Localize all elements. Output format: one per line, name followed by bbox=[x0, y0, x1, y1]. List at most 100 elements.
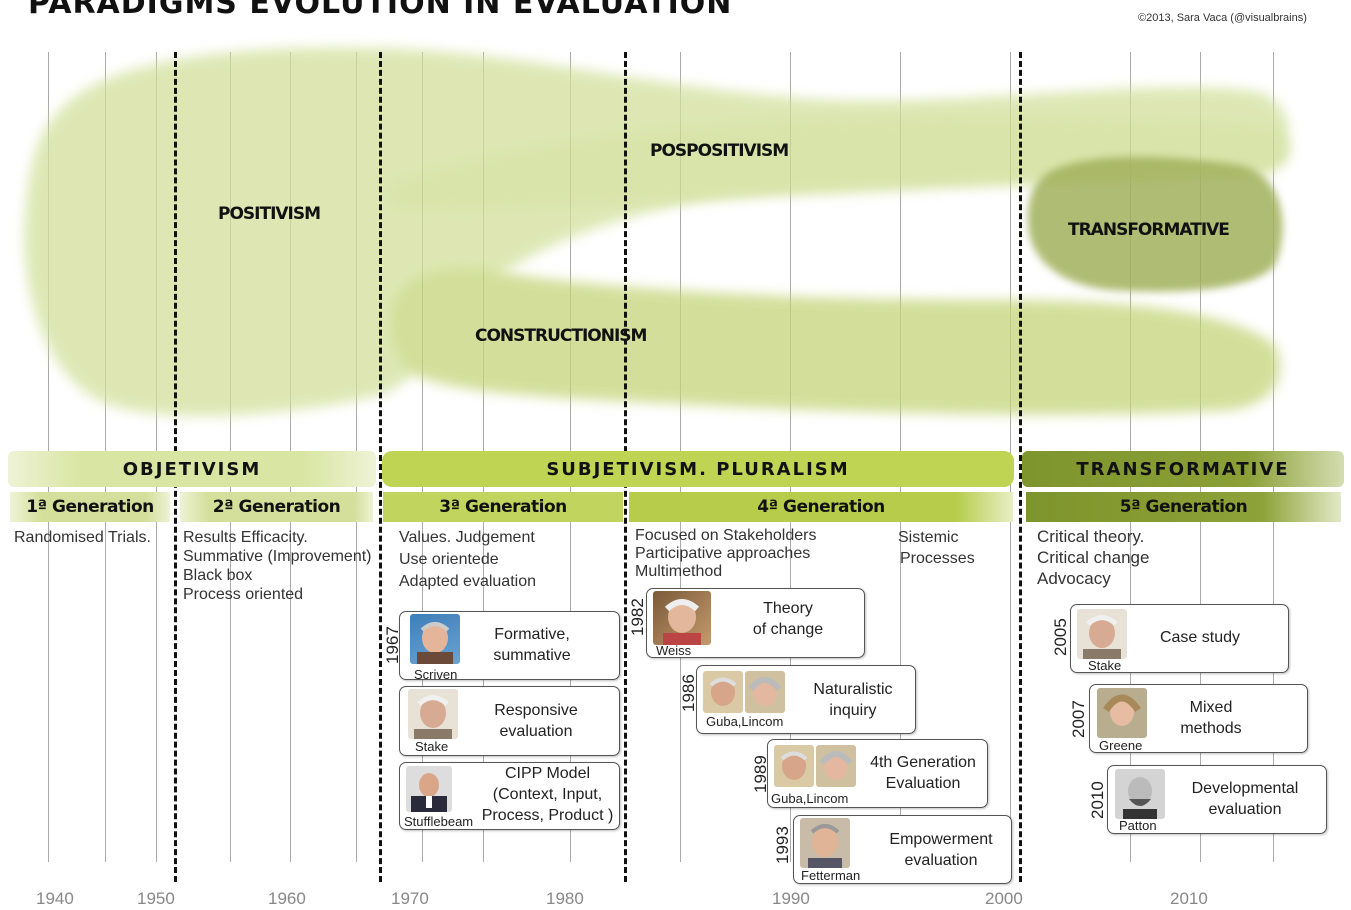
approach-title: Developmental evaluation bbox=[1182, 778, 1308, 820]
constructionism-blob bbox=[390, 267, 1280, 415]
approach-title: Case study bbox=[1145, 627, 1255, 648]
description-g4a: Focused on Stakeholders Participative ap… bbox=[635, 527, 816, 581]
stake-photo bbox=[408, 689, 458, 739]
generation-1: 1ª Generation bbox=[10, 492, 170, 522]
band-objetivism: OBJETIVISM bbox=[8, 451, 376, 487]
axis-label: 2010 bbox=[1170, 889, 1208, 908]
description-line: Randomised Trials. bbox=[14, 529, 151, 546]
divider-line bbox=[1019, 52, 1022, 882]
axis-label: 1970 bbox=[391, 889, 429, 908]
guba-photo bbox=[703, 671, 743, 713]
approach-card-empowerment: Fetterman Empowerment evaluation bbox=[793, 815, 1012, 884]
positivism-label: POSITIVISM bbox=[218, 204, 321, 224]
approach-line: evaluation bbox=[904, 852, 978, 869]
description-g2: Results Efficacity. Summative (Improveme… bbox=[183, 528, 372, 604]
description-line: Process oriented bbox=[183, 586, 304, 603]
axis-label: 1950 bbox=[137, 889, 175, 908]
patton-photo bbox=[1115, 769, 1165, 819]
approach-line: Mixed bbox=[1189, 699, 1233, 716]
author-name: Patton bbox=[1119, 818, 1157, 833]
description-line: Critical change bbox=[1037, 548, 1150, 567]
pospositivism-blob bbox=[385, 116, 1291, 212]
description-line: Black box bbox=[183, 567, 253, 584]
approach-card-mixed-methods: Greene Mixed methods bbox=[1089, 684, 1308, 753]
paradigm-blobs bbox=[24, 47, 1291, 416]
approach-card-case-study: Stake Case study bbox=[1070, 604, 1289, 673]
author-name: Stake bbox=[1088, 658, 1122, 673]
author-name: Greene bbox=[1099, 738, 1143, 753]
approach-line: Process, Product ) bbox=[481, 807, 614, 824]
weiss-photo bbox=[653, 591, 711, 645]
approach-line: Case study bbox=[1159, 629, 1241, 646]
divider-line bbox=[379, 52, 382, 882]
approach-line: Evaluation bbox=[885, 775, 961, 792]
stake-photo bbox=[1077, 609, 1127, 659]
description-line: Summative (Improvement) bbox=[183, 548, 372, 565]
author-name: Weiss bbox=[656, 643, 692, 658]
page-title: PARADIGMS EVOLUTION IN EVALUATION bbox=[28, 0, 733, 21]
year-label: 1982 bbox=[628, 598, 647, 636]
description-line: Sistemic bbox=[898, 529, 959, 546]
approach-line: inquiry bbox=[829, 702, 877, 719]
approach-card-developmental: Patton Developmental evaluation bbox=[1107, 765, 1327, 834]
axis-label: 1980 bbox=[546, 889, 584, 908]
scriven-photo bbox=[410, 614, 460, 664]
description-line: Participative approaches bbox=[635, 545, 811, 562]
lincoln-photo bbox=[745, 671, 785, 713]
generation-5: 5ª Generation bbox=[1026, 492, 1341, 522]
approach-card-cipp: Stufflebeam CIPP Model (Context, Input, … bbox=[399, 762, 620, 830]
year-label: 2007 bbox=[1069, 700, 1088, 738]
approach-line: summative bbox=[493, 647, 571, 664]
approach-title: Theory of change bbox=[733, 598, 843, 640]
approach-line: Formative, bbox=[494, 626, 570, 643]
generation-4: 4ª Generation bbox=[629, 492, 1013, 522]
approach-title: 4th Generation Evaluation bbox=[860, 752, 986, 794]
year-label: 1993 bbox=[773, 826, 792, 864]
author-name: Fetterman bbox=[801, 868, 861, 883]
description-line: Focused on Stakeholders bbox=[635, 527, 817, 544]
description-line: Critical theory. bbox=[1037, 527, 1145, 546]
author-name: Scriven bbox=[414, 667, 458, 682]
approach-line: evaluation bbox=[1208, 801, 1282, 818]
approach-title: Responsive evaluation bbox=[474, 700, 598, 742]
approach-card-responsive: Stake Responsive evaluation bbox=[399, 686, 620, 756]
axis-label: 1940 bbox=[36, 889, 74, 908]
description-g4b: Sistemic Processes bbox=[898, 527, 975, 569]
approach-card-4th-generation: Guba,Lincom 4th Generation Evaluation bbox=[767, 739, 988, 808]
approach-card-theory-of-change: Weiss Theory of change bbox=[646, 588, 865, 658]
approach-title: CIPP Model (Context, Input, Process, Pro… bbox=[480, 763, 615, 826]
year-label: 2010 bbox=[1088, 781, 1107, 819]
approach-line: Responsive bbox=[494, 702, 578, 719]
year-label: 2005 bbox=[1051, 618, 1070, 656]
lincoln-photo bbox=[816, 745, 856, 787]
description-line: Adapted evaluation bbox=[399, 573, 536, 590]
band-transformative: TRANSFORMATIVE bbox=[1022, 451, 1344, 487]
approach-line: (Context, Input, bbox=[492, 786, 603, 803]
approach-card-naturalistic: Guba,Lincom Naturalistic inquiry bbox=[696, 665, 916, 734]
approach-title: Naturalistic inquiry bbox=[797, 679, 909, 721]
author-name: Stufflebeam bbox=[404, 814, 474, 829]
copyright-credit: ©2013, Sara Vaca (@visualbrains) bbox=[1138, 12, 1307, 24]
author-name: Stake bbox=[415, 739, 449, 754]
description-g1: Randomised Trials. bbox=[14, 528, 151, 547]
description-line: Multimethod bbox=[635, 563, 723, 580]
axis-label: 2000 bbox=[985, 889, 1023, 908]
transformative-label: TRANSFORMATIVE bbox=[1068, 220, 1230, 240]
description-line: Results Efficacity. bbox=[183, 529, 308, 546]
approach-line: evaluation bbox=[499, 723, 573, 740]
axis-label: 1990 bbox=[772, 889, 810, 908]
description-line: Processes bbox=[900, 550, 975, 567]
author-name: Guba,Lincom bbox=[706, 714, 784, 729]
transformative-blob bbox=[1027, 156, 1283, 292]
approach-title: Formative, summative bbox=[470, 624, 594, 666]
approach-line: Theory bbox=[763, 600, 813, 617]
author-name: Guba,Lincom bbox=[771, 791, 849, 806]
pospositivism-label: POSPOSITIVISM bbox=[650, 141, 789, 161]
constructionism-label: CONSTRUCTIONISM bbox=[475, 326, 647, 346]
description-line: Advocacy bbox=[1037, 569, 1111, 588]
description-g3: Values. Judgement Use orientede Adapted … bbox=[399, 527, 536, 593]
approach-line: Naturalistic bbox=[813, 681, 893, 698]
fetterman-photo bbox=[800, 818, 850, 868]
band-subjetivism: SUBJETIVISM. PLURALISM bbox=[382, 451, 1014, 487]
guba-photo bbox=[774, 745, 814, 787]
